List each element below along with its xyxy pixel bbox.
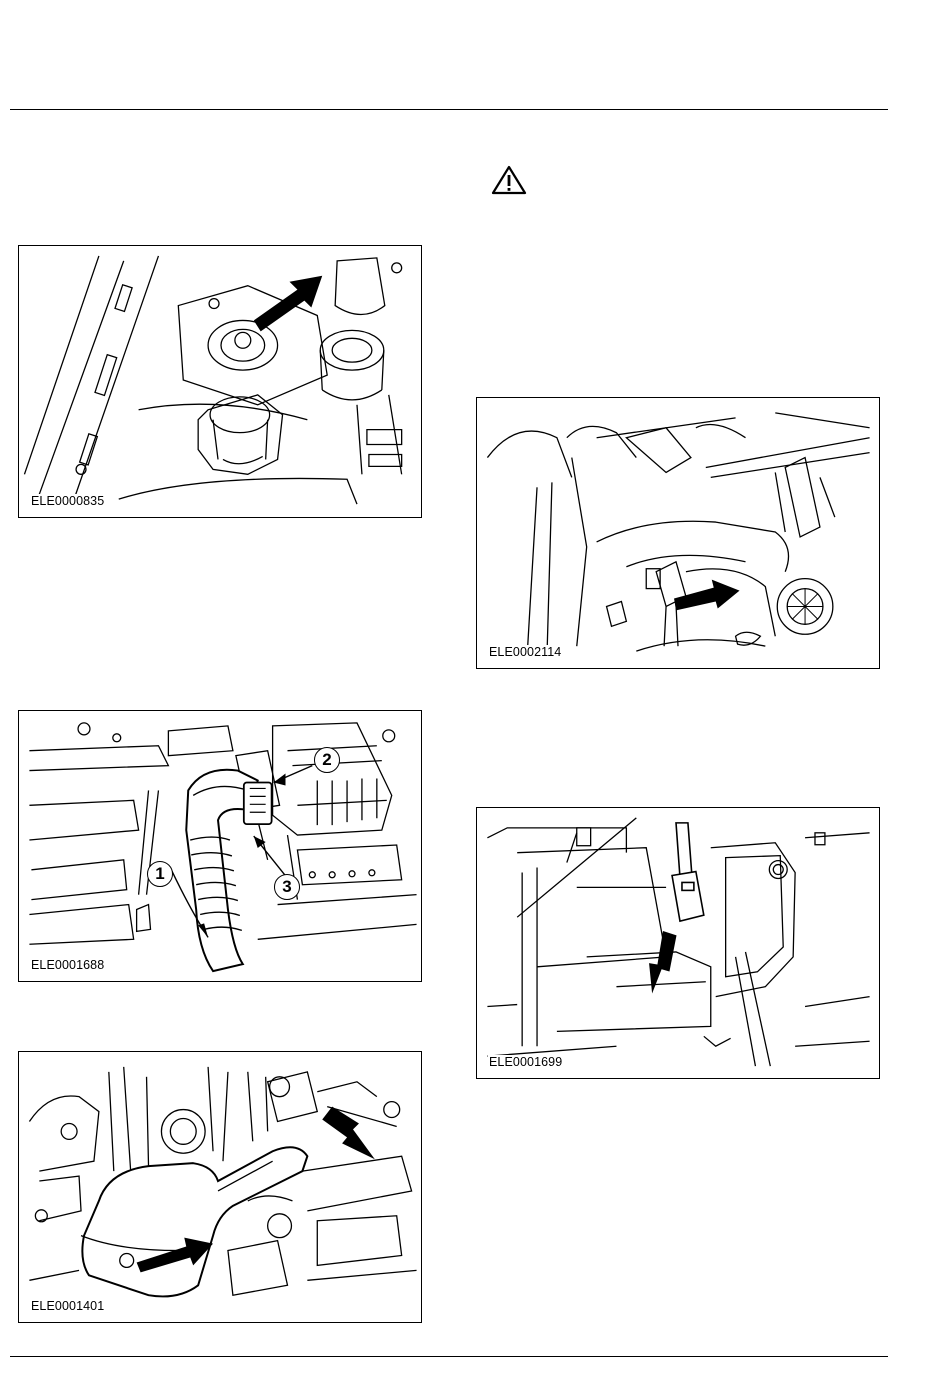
callout-2: 2 [314,747,340,773]
illustration-strut-mount [19,246,421,517]
callout-3: 3 [274,874,300,900]
figure-ele0001401: ELE0001401 [18,1051,422,1323]
illustration-air-duct [19,1052,421,1322]
figure-ele0000835: ELE0000835 [18,245,422,518]
figure-label: ELE0001401 [30,1299,105,1313]
illustration-underbody-connector [477,398,879,668]
figure-label: ELE0002114 [488,645,562,659]
figure-label: ELE0000835 [30,494,105,508]
illustration-sensor-connector [477,808,879,1078]
figure-ele0002114: ELE0002114 [476,397,880,669]
footer-rule [10,1356,888,1357]
header-rule [10,109,888,110]
illustration-air-intake [19,711,421,981]
warning-triangle-icon [490,164,528,196]
callout-1: 1 [147,861,173,887]
figure-ele0001688: 1 2 3 ELE0001688 [18,710,422,982]
figure-ele0001699: ELE0001699 [476,807,880,1079]
figure-label: ELE0001699 [488,1055,563,1069]
figure-label: ELE0001688 [30,958,105,972]
